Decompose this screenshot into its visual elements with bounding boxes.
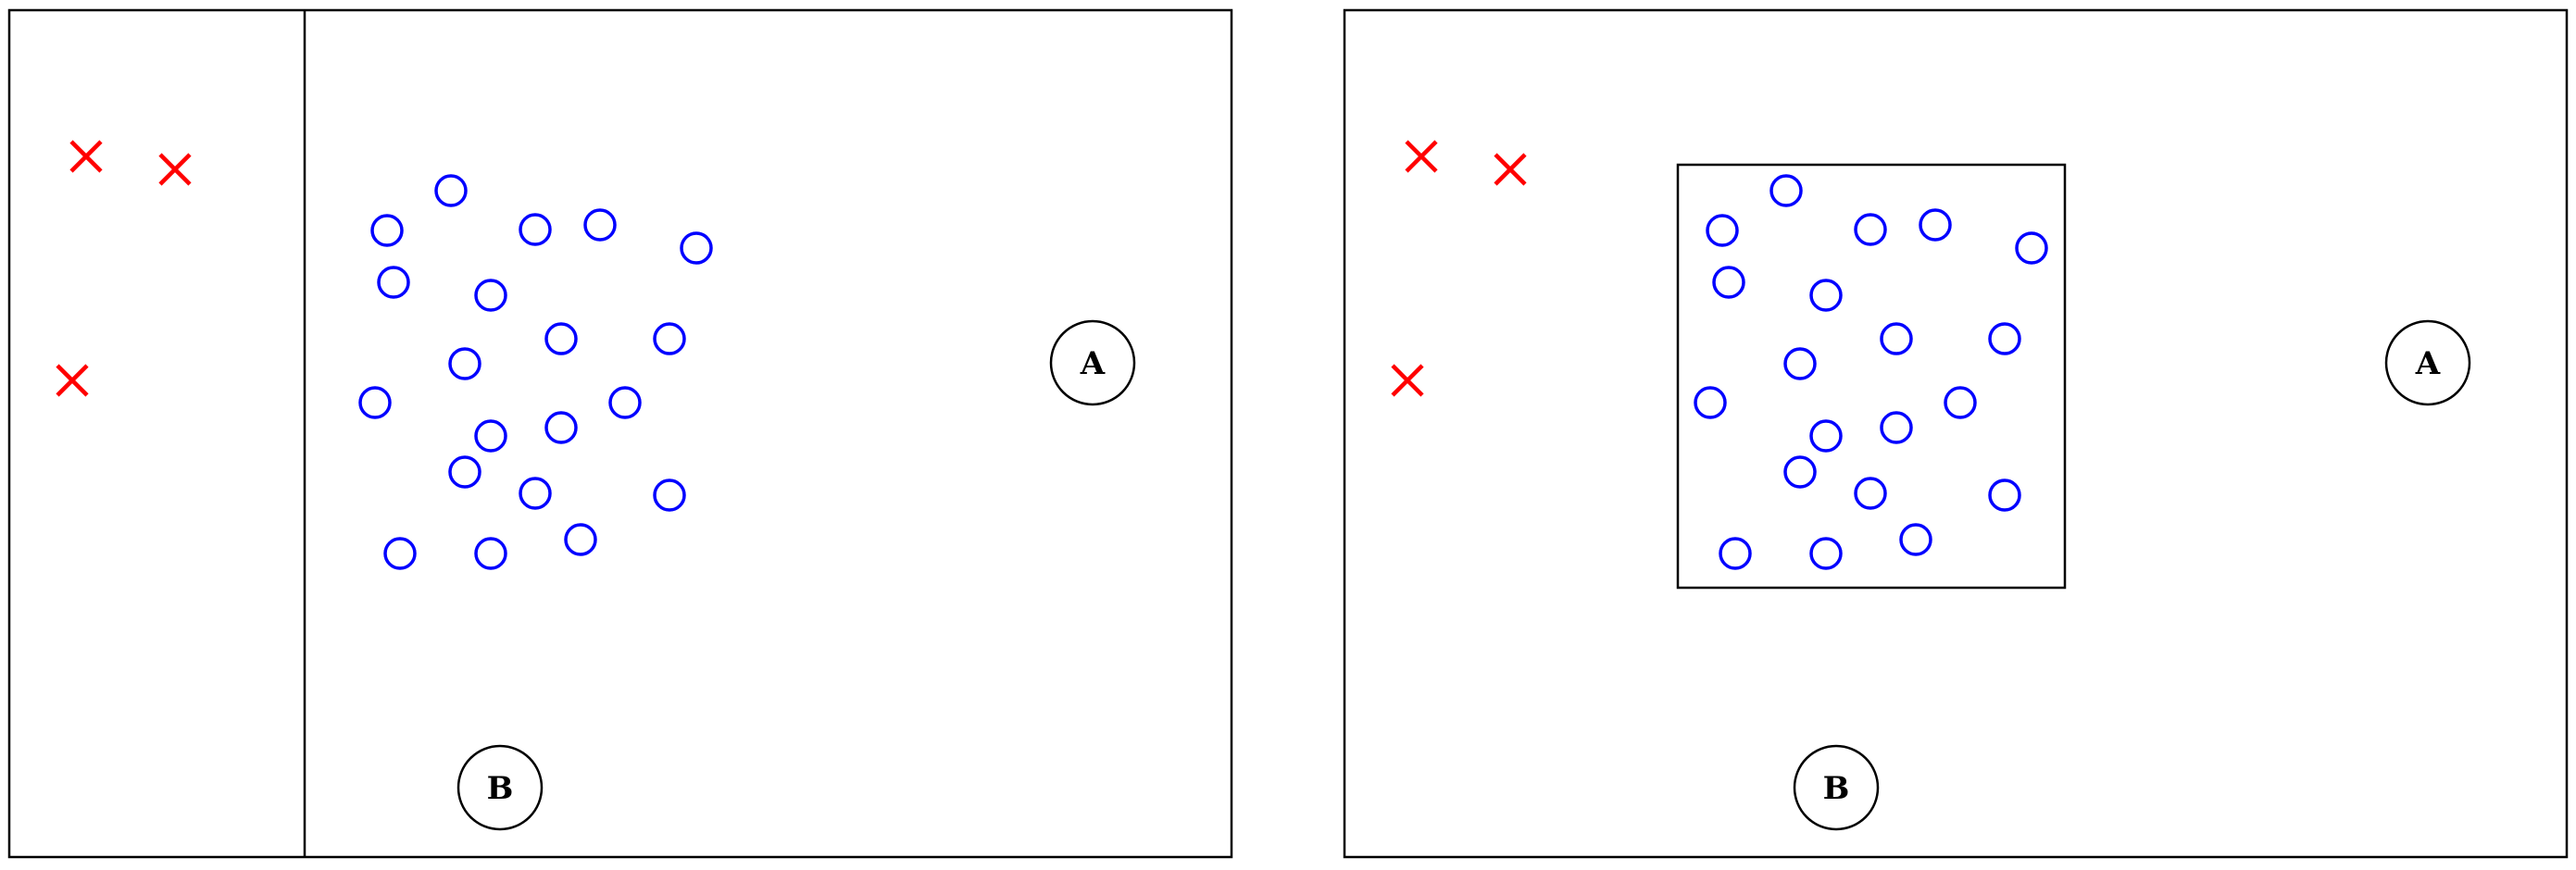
- positive-point-circle-marker: [434, 174, 468, 207]
- positive-point-circle-marker: [1809, 537, 1843, 570]
- label-b-text: B: [1823, 770, 1850, 807]
- positive-point-circle-marker: [1694, 386, 1727, 419]
- positive-point-circle-marker: [583, 208, 617, 242]
- positive-point-circle-marker: [564, 523, 597, 556]
- negative-point-x-marker: [1405, 140, 1438, 173]
- positive-point-circle-marker: [519, 477, 552, 510]
- x-marker-stroke: [69, 140, 103, 173]
- label-a-text: A: [2415, 345, 2441, 382]
- x-marker-stroke: [158, 153, 192, 186]
- positive-point-circle-marker: [1880, 322, 1913, 355]
- right-panel-frame: [1343, 8, 2569, 859]
- positive-point-circle-marker: [519, 213, 552, 246]
- label-a-circle: [1049, 319, 1136, 406]
- label-a-text: A: [1080, 345, 1106, 382]
- positive-point-circle-marker: [1854, 213, 1887, 246]
- x-marker-stroke: [1494, 153, 1527, 186]
- positive-point-circle-marker: [1809, 419, 1843, 453]
- label-b-text: B: [487, 770, 514, 807]
- positive-point-circle-marker: [1719, 537, 1752, 570]
- positive-point-circle-marker: [1880, 411, 1913, 444]
- positive-point-circle-marker: [2015, 231, 2048, 265]
- positive-point-circle-marker: [1769, 174, 1803, 207]
- positive-point-circle-marker: [1783, 455, 1817, 489]
- positive-point-circle-marker: [1706, 214, 1739, 247]
- positive-point-circle-marker: [1988, 322, 2021, 355]
- positive-point-circle-marker: [680, 231, 713, 265]
- positive-point-circle-marker: [544, 322, 578, 355]
- negative-point-x-marker: [56, 364, 89, 397]
- right-label-b: B: [1793, 744, 1880, 831]
- positive-point-circle-marker: [358, 386, 392, 419]
- negative-point-x-marker: [1494, 153, 1527, 186]
- positive-point-circle-marker: [1919, 208, 1952, 242]
- right-negative-points: [1391, 140, 1527, 397]
- positive-point-circle-marker: [1712, 266, 1745, 299]
- positive-point-circle-marker: [1988, 478, 2021, 512]
- x-marker-stroke: [1405, 140, 1438, 173]
- positive-point-circle-marker: [1854, 477, 1887, 510]
- label-b-circle: [456, 744, 544, 831]
- positive-point-circle-marker: [474, 279, 507, 312]
- label-b-circle: [1793, 744, 1880, 831]
- left-panel: A B: [7, 8, 1233, 859]
- x-marker-stroke: [1391, 364, 1424, 397]
- right-positive-points: [1694, 174, 2048, 570]
- negative-point-x-marker: [69, 140, 103, 173]
- left-positive-points: [358, 174, 713, 570]
- x-marker-stroke: [56, 364, 89, 397]
- negative-point-x-marker: [1391, 364, 1424, 397]
- bounding-rectangle: [1676, 163, 2067, 590]
- positive-point-circle-marker: [1899, 523, 1932, 556]
- right-label-a: A: [2384, 319, 2471, 406]
- positive-point-circle-marker: [1944, 386, 1977, 419]
- left-panel-frame: [7, 8, 1233, 859]
- left-label-b: B: [456, 744, 544, 831]
- positive-point-circle-marker: [653, 478, 686, 512]
- right-panel: A B: [1343, 8, 2569, 859]
- positive-point-circle-marker: [1809, 279, 1843, 312]
- positive-point-circle-marker: [608, 386, 642, 419]
- positive-point-circle-marker: [370, 214, 404, 247]
- positive-point-circle-marker: [377, 266, 410, 299]
- positive-point-circle-marker: [474, 419, 507, 453]
- left-label-a: A: [1049, 319, 1136, 406]
- positive-point-circle-marker: [448, 347, 481, 380]
- positive-point-circle-marker: [653, 322, 686, 355]
- positive-point-circle-marker: [544, 411, 578, 444]
- left-negative-points: [56, 140, 192, 397]
- positive-point-circle-marker: [448, 455, 481, 489]
- positive-point-circle-marker: [383, 537, 417, 570]
- negative-point-x-marker: [158, 153, 192, 186]
- label-a-circle: [2384, 319, 2471, 406]
- positive-point-circle-marker: [1783, 347, 1817, 380]
- positive-point-circle-marker: [474, 537, 507, 570]
